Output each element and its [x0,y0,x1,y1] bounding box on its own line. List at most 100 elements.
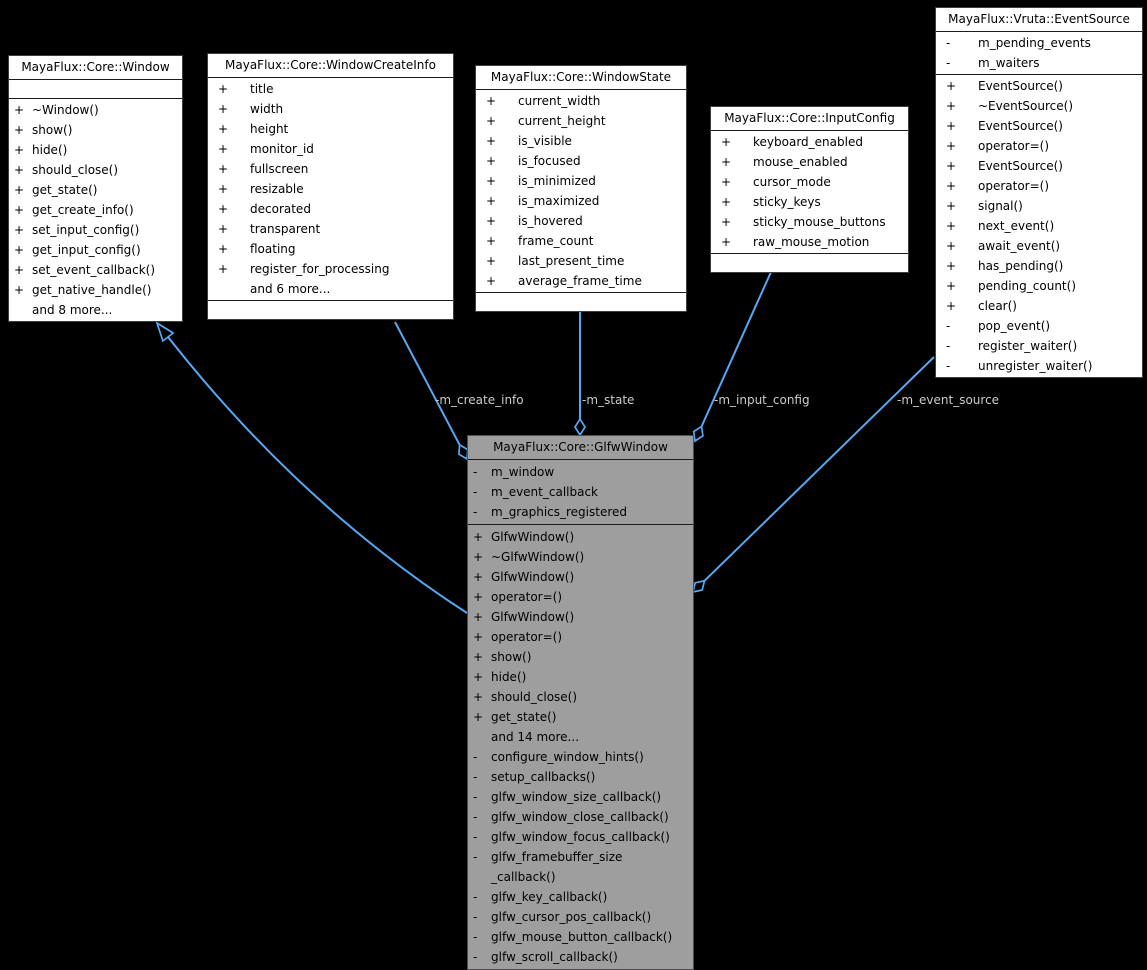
visibility-sign: + [721,195,732,209]
visibility-sign: + [473,670,484,684]
member-row: +frame_count [476,231,686,251]
member-row: +show() [468,647,693,667]
visibility-sign: + [486,94,497,108]
member-label: EventSource() [978,79,1063,93]
member-row: +cursor_mode [711,172,908,192]
visibility-sign: - [473,505,478,519]
visibility-sign: + [721,135,732,149]
edge-label-m-event-source: -m_event_source [897,393,1000,407]
member-row: +GlfwWindow() [468,567,693,587]
visibility-sign: + [473,550,484,564]
member-label: is_maximized [518,194,600,208]
member-row: +fullscreen [208,159,453,179]
member-row: +operator=() [936,136,1142,156]
edge-m-create-info [394,321,461,446]
visibility-sign: - [473,750,478,764]
member-row: +signal() [936,196,1142,216]
member-label: current_height [518,114,606,128]
member-label: operator=() [491,590,563,604]
member-row: -setup_callbacks() [468,767,693,787]
member-row: +sticky_mouse_buttons [711,212,908,232]
visibility-sign: + [473,630,484,644]
visibility-sign: + [946,239,957,253]
visibility-sign: + [946,299,957,313]
member-label: sticky_keys [753,195,821,209]
visibility-sign: + [473,610,484,624]
visibility-sign: + [218,222,229,236]
member-label: register_for_processing [250,262,390,276]
methods-section: +EventSource()+~EventSource()+EventSourc… [936,74,1142,377]
edge-m-event-source [703,356,935,582]
member-label: frame_count [518,234,594,248]
member-row: + next_event() [936,216,1142,236]
member-row: +show() [9,120,182,140]
visibility-sign: - [473,830,478,844]
visibility-sign: + [946,279,957,293]
visibility-sign: + [946,259,957,273]
member-row: +EventSource() [936,116,1142,136]
member-label: glfw_framebuffer_size_callback() [486,847,622,887]
member-label: has_pending() [978,259,1064,273]
visibility-sign: + [946,179,957,193]
visibility-sign: + [14,243,25,257]
class-box-window-create-info[interactable]: MayaFlux::Core::WindowCreateInfo +title+… [207,53,454,320]
visibility-sign: + [473,650,484,664]
visibility-sign: + [721,235,732,249]
member-row: -glfw_window_close_callback() [468,807,693,827]
member-label: m_event_callback [491,485,599,499]
member-row: +set_event_callback() [9,260,182,280]
member-row: +get_state() [468,707,693,727]
member-label: ~GlfwWindow() [491,550,585,564]
class-box-input-config[interactable]: MayaFlux::Core::InputConfig +keyboard_en… [710,106,909,273]
member-label: is_hovered [518,214,583,228]
member-label: resizable [250,182,304,196]
member-row: + clear() [936,296,1142,316]
member-row: +operator=() [468,627,693,647]
member-label: should_close() [32,163,119,177]
class-box-window-state[interactable]: MayaFlux::Core::WindowState +current_wid… [475,65,687,312]
member-row: +operator=() [468,587,693,607]
edge-label-m-create-info: -m_create_info [435,393,524,407]
class-title: MayaFlux::Core::WindowState [490,70,672,84]
member-row: +title [208,79,453,99]
visibility-sign: - [473,950,478,964]
member-row: +await_event() [936,236,1142,256]
member-row: +is_focused [476,151,686,171]
class-box-glfw-window[interactable]: MayaFlux::Core::GlfwWindow -m_window-m_e… [467,435,694,970]
visibility-sign: + [218,242,229,256]
visibility-sign: + [218,122,229,136]
member-label: floating [250,242,296,256]
member-row: +get_state() [9,180,182,200]
member-label: glfw_cursor_pos_callback() [491,910,652,924]
member-label: GlfwWindow() [491,570,575,584]
visibility-sign: - [946,319,951,333]
edge-label-m-state: -m_state [582,393,635,407]
member-label: get_input_config() [32,243,141,257]
member-label: operator=() [978,139,1050,153]
visibility-sign: + [946,219,957,233]
attributes-section [9,79,182,98]
member-label: next_event() [978,219,1055,233]
member-row: +~Window() [9,100,182,120]
member-row: +keyboard_enabled [711,132,908,152]
member-row: -unregister_waiter() [936,356,1142,376]
visibility-sign: + [721,175,732,189]
visibility-sign: + [946,159,957,173]
member-row: +GlfwWindow() [468,527,693,547]
member-row: and 14 more... [468,727,693,747]
member-row: +transparent [208,219,453,239]
member-row: +width [208,99,453,119]
member-row: +register_for_processing [208,259,453,279]
visibility-sign: + [721,155,732,169]
class-box-window[interactable]: MayaFlux::Core::Window +~Window()+show()… [8,55,183,322]
visibility-sign: + [14,283,25,297]
member-label: hide() [32,143,68,157]
visibility-sign: + [486,214,497,228]
class-box-event-source[interactable]: MayaFlux::Vruta::EventSource -m_pending_… [935,7,1143,378]
visibility-sign: + [486,254,497,268]
member-row: +hide() [9,140,182,160]
member-label: clear() [978,299,1017,313]
member-label: average_frame_time [518,274,642,288]
visibility-sign: + [14,123,25,137]
